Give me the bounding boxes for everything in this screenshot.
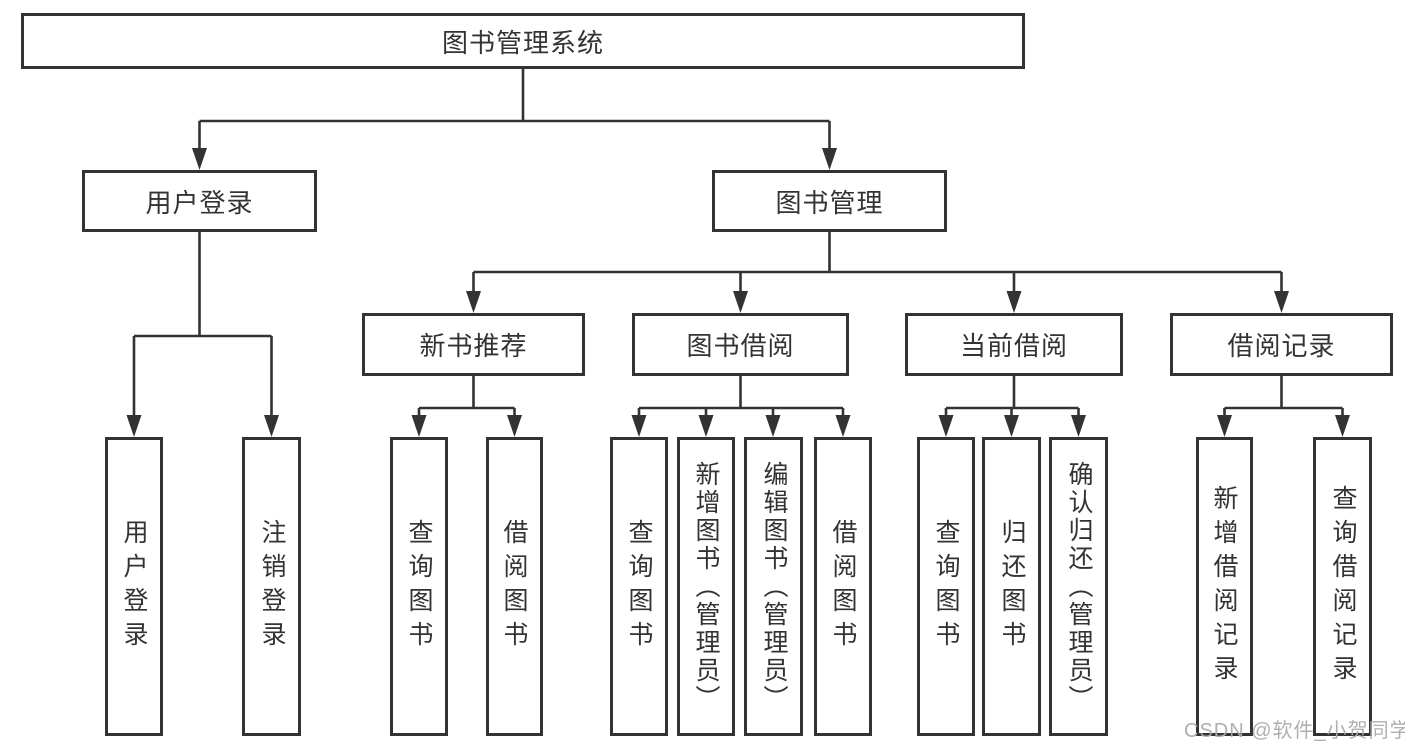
leaf-nbr-borrow-book: 借阅图书 <box>486 437 543 736</box>
leaf-user-login: 用户登录 <box>105 437 163 736</box>
arrowhead-icon <box>1004 415 1019 437</box>
connector-paths <box>132 69 1344 424</box>
arrowhead-icon <box>822 148 837 170</box>
arrowhead-icon <box>1274 291 1289 313</box>
arrowhead-icon <box>1335 415 1350 437</box>
arrowhead-icon <box>1217 415 1232 437</box>
node-book-management: 图书管理 <box>712 170 947 232</box>
node-borrow-records: 借阅记录 <box>1170 313 1393 376</box>
leaf-bb-query-book: 查询图书 <box>610 437 668 736</box>
arrowhead-icon <box>264 415 279 437</box>
node-new-book-recommend: 新书推荐 <box>362 313 585 376</box>
leaf-bb-add-book-admin: 新增图书（管理员） <box>677 437 735 736</box>
arrowheads <box>126 148 1350 437</box>
arrowhead-icon <box>765 415 781 437</box>
leaf-cb-confirm-return-admin: 确认归还（管理员） <box>1049 437 1108 736</box>
leaf-br-query-record: 查询借阅记录 <box>1313 437 1372 736</box>
leaf-br-add-record: 新增借阅记录 <box>1196 437 1253 736</box>
arrowhead-icon <box>938 415 954 437</box>
arrowhead-icon <box>835 415 851 437</box>
node-book-borrow: 图书借阅 <box>632 313 849 376</box>
leaf-cb-query-book: 查询图书 <box>917 437 975 736</box>
arrowhead-icon <box>1006 291 1022 313</box>
arrowhead-icon <box>733 291 748 313</box>
arrowhead-icon <box>507 415 522 437</box>
node-user-login: 用户登录 <box>82 170 317 232</box>
node-root: 图书管理系统 <box>21 13 1025 69</box>
arrowhead-icon <box>192 148 207 170</box>
arrowhead-icon <box>631 415 647 437</box>
leaf-nbr-query-book: 查询图书 <box>390 437 448 736</box>
leaf-bb-borrow-book: 借阅图书 <box>814 437 872 736</box>
leaf-bb-edit-book-admin: 编辑图书（管理员） <box>744 437 803 736</box>
arrowhead-icon <box>126 415 142 437</box>
arrowhead-icon <box>1071 415 1086 437</box>
arrowhead-icon <box>466 291 481 313</box>
leaf-cb-return-book: 归还图书 <box>982 437 1041 736</box>
node-current-borrow: 当前借阅 <box>905 313 1123 376</box>
watermark: CSDN @软件_小贺同学 <box>1184 720 1405 742</box>
arrowhead-icon <box>411 415 427 437</box>
leaf-logout: 注销登录 <box>242 437 301 736</box>
arrowhead-icon <box>698 415 714 437</box>
